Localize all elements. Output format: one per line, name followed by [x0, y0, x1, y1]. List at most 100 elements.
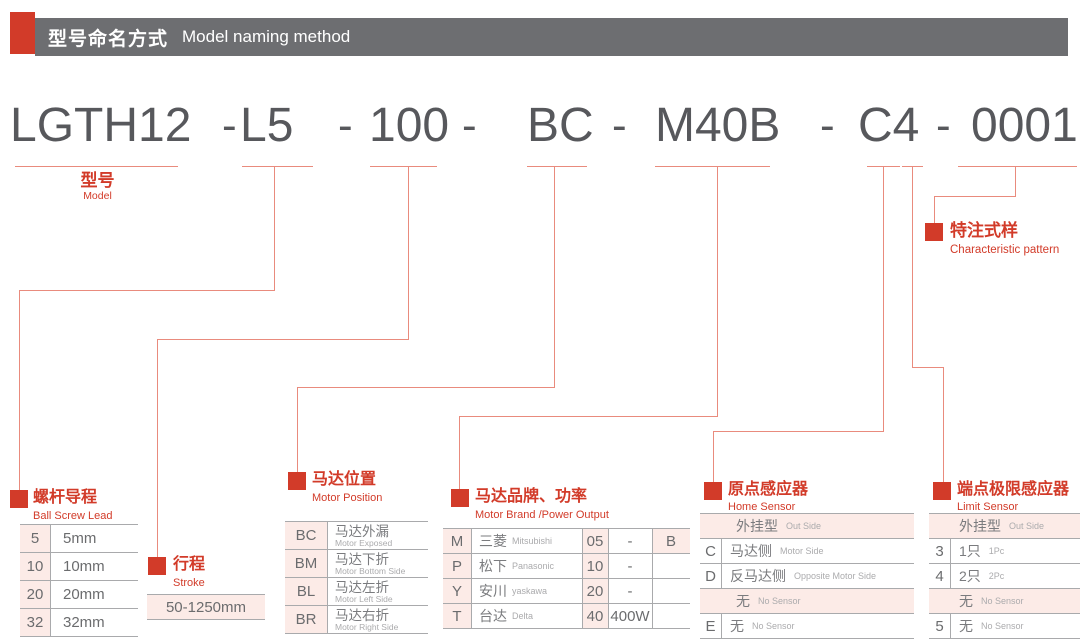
sensor-code: 4	[929, 564, 951, 588]
table-hline	[20, 636, 138, 637]
table-hline	[20, 552, 138, 553]
motor-position-red-square-icon	[288, 472, 306, 490]
lead-value: 20mm	[63, 586, 105, 603]
model-segment-sensors: C4	[858, 99, 920, 152]
table-row: BL 马达左折 Motor Left Side	[285, 578, 428, 605]
table-hline	[929, 613, 1080, 614]
table-vline	[327, 521, 328, 634]
sensor-en: 1Pc	[988, 546, 1005, 556]
motor-brand-table: M 三菱 Mitsubishi 05 - B P 松下 Panasonic 10…	[443, 528, 690, 629]
table-vline	[471, 528, 472, 629]
position-code: BC	[285, 522, 327, 549]
position-code: BR	[285, 606, 327, 633]
table-hline	[285, 577, 428, 578]
ball-screw-lead-red-square-icon	[10, 490, 28, 508]
brand-code: M	[443, 529, 471, 553]
table-row: BM 马达下折 Motor Bottom Side	[285, 550, 428, 577]
motor-brand-label-en: Motor Brand /Power Output	[475, 509, 609, 521]
sensor-en: Out Side	[1009, 521, 1045, 531]
table-hline	[443, 603, 690, 604]
table-hline	[700, 513, 914, 514]
stroke-red-square-icon	[148, 557, 166, 575]
underline-motor-position	[527, 166, 587, 167]
model-separator: -	[338, 101, 353, 150]
table-row: M 三菱 Mitsubishi 05 - B	[443, 529, 690, 553]
model-label-zh: 型号	[80, 171, 115, 190]
connector-line	[883, 166, 884, 431]
connector-line	[554, 166, 555, 387]
sensor-code: C	[700, 539, 722, 563]
table-row: P 松下 Panasonic 10 -	[443, 554, 690, 578]
sensor-zh: 无	[730, 618, 744, 634]
model-separator: -	[820, 101, 835, 150]
power-value: -	[627, 557, 633, 575]
sensor-en: No Sensor	[981, 621, 1024, 631]
table-row: 32 32mm	[20, 609, 138, 636]
table-hline	[285, 605, 428, 606]
model-separator: -	[936, 101, 951, 150]
table-hline	[20, 580, 138, 581]
limit-sensor-table: 外挂型 Out Side 3 1只 1Pc 4 2只 2Pc 无 No Sens…	[929, 513, 1080, 639]
table-hline	[929, 638, 1080, 639]
table-row: 5 无 No Sensor	[929, 614, 1080, 638]
sensor-zh: 无	[959, 593, 973, 609]
sensor-en: 2Pc	[988, 571, 1005, 581]
underline-lead	[242, 166, 313, 167]
power-code: 10	[582, 554, 608, 578]
table-group-row: 无 No Sensor	[700, 589, 914, 613]
sensor-en: No Sensor	[752, 621, 795, 631]
connector-line	[459, 416, 460, 490]
connector-line	[943, 367, 944, 482]
power-code: 05	[582, 529, 608, 553]
sensor-en: No Sensor	[981, 596, 1024, 606]
model-label: 型号 Model	[15, 171, 180, 202]
table-hline	[285, 549, 428, 550]
model-segment-serial: 0001	[971, 99, 1078, 152]
section-title-zh: 型号命名方式	[48, 28, 169, 50]
connector-line	[717, 166, 718, 416]
brand-en: Panasonic	[512, 561, 555, 571]
sensor-en: No Sensor	[758, 596, 801, 606]
connector-line	[934, 196, 1016, 197]
characteristic-label-zh: 特注式样	[950, 221, 1018, 240]
stroke-value-cell: 50-1250mm	[147, 594, 265, 620]
position-en: Motor Left Side	[335, 593, 393, 604]
brand-en: Delta	[512, 611, 534, 621]
table-hline	[443, 553, 690, 554]
table-hline	[700, 538, 914, 539]
stroke-value: 50-1250mm	[165, 598, 247, 616]
table-row: 20 20mm	[20, 581, 138, 608]
section-header-bar: 型号命名方式 Model naming method	[35, 18, 1068, 56]
table-group-row: 无 No Sensor	[929, 589, 1080, 613]
table-vline	[582, 528, 583, 629]
table-hline	[20, 524, 138, 525]
brand-code: T	[443, 604, 471, 628]
motor-position-table: BC 马达外漏 Motor Exposed BM 马达下折 Motor Bott…	[285, 521, 428, 634]
table-hline	[929, 538, 1080, 539]
table-row: 10 10mm	[20, 553, 138, 580]
brand-en: yaskawa	[512, 586, 548, 596]
suffix-code	[652, 554, 690, 578]
ball-screw-lead-table: 5 5mm 10 10mm 20 20mm 32 32mm	[20, 524, 138, 637]
connector-line	[1015, 166, 1016, 196]
sensor-code: E	[700, 614, 722, 638]
table-row: 3 1只 1Pc	[929, 539, 1080, 563]
table-row: T 台达 Delta 40 400W	[443, 604, 690, 628]
connector-line	[19, 290, 20, 492]
suffix-code	[652, 579, 690, 603]
lead-value: 32mm	[63, 614, 105, 631]
connector-line	[934, 196, 935, 223]
model-separator: -	[612, 101, 627, 150]
table-hline	[443, 528, 690, 529]
suffix-code: B	[652, 529, 690, 553]
lead-value: 10mm	[63, 558, 105, 575]
table-row: 5 5mm	[20, 525, 138, 552]
table-row: D 反马达侧 Opposite Motor Side	[700, 564, 914, 588]
lead-code: 20	[20, 581, 50, 608]
power-code: 40	[582, 604, 608, 628]
connector-line	[297, 387, 298, 473]
power-value: -	[627, 582, 633, 600]
model-separator: -	[222, 101, 237, 150]
sensor-en: Motor Side	[780, 546, 824, 556]
